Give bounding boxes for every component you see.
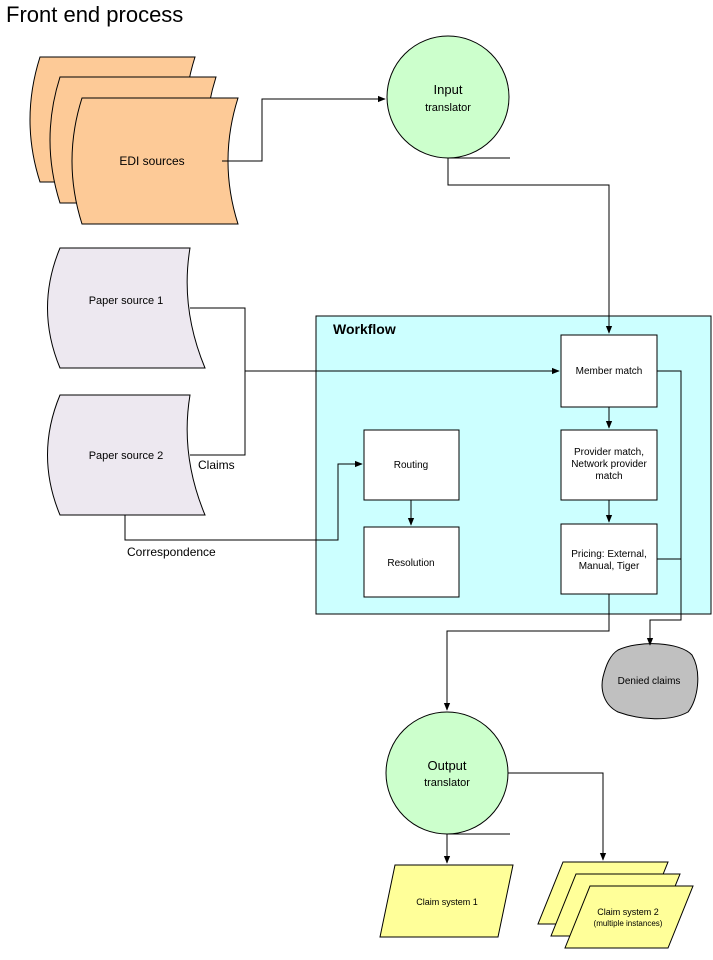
input-translator-line2: translator [425,102,471,114]
edge-member-to-denied [646,370,682,646]
claim-system-2-stack: Claim system 2 (multiple instances) [537,861,694,949]
denied-claims-label: Denied claims [618,676,681,687]
provider-match-line2: Network provider [571,459,647,470]
claim-system-1-label: Claim system 1 [416,897,478,907]
workflow-label: Workflow [333,321,396,337]
paper-source-1: Paper source 1 [47,247,206,369]
edge-label-claims: Claims [198,458,235,472]
edge-output-to-claim2 [508,772,607,861]
edge-pricing-to-output [443,594,610,711]
resolution-label: Resolution [387,558,434,569]
page-title: Front end process [6,2,184,27]
paper-source-2: Paper source 2 [47,394,206,516]
provider-match-line3: match [595,471,622,482]
edge-edi-to-input [222,95,386,162]
routing-label: Routing [394,460,428,471]
claim-system-1: Claim system 1 [379,864,514,938]
output-translator-line1: Output [427,758,466,773]
connectors [124,95,682,864]
member-match-label: Member match [576,366,643,377]
routing-box: Routing [363,429,460,501]
output-translator-line2: translator [424,777,470,789]
edge-correspondence-to-routing [124,460,363,541]
provider-match-box: Provider match, Network provider match [560,429,658,501]
edge-input-to-member [447,158,613,334]
edge-label-correspondence: Correspondence [127,545,216,559]
input-translator: Input translator [386,35,510,159]
paper-source-1-label: Paper source 1 [89,295,164,307]
output-translator: Output translator [385,711,510,835]
member-match-box: Member match [560,334,658,408]
denied-claims: Denied claims [601,643,699,720]
input-translator-line1: Input [434,82,463,97]
pricing-line2: Manual, Tiger [579,561,640,572]
pricing-line1: Pricing: External, [571,549,647,560]
resolution-box: Resolution [363,526,460,598]
claim-system-2-line2: (multiple instances) [594,919,663,928]
edi-sources-stack: EDI sources [29,56,239,225]
paper-source-2-label: Paper source 2 [89,450,164,462]
pricing-box: Pricing: External, Manual, Tiger [560,523,658,595]
claim-system-2-line1: Claim system 2 [597,907,659,917]
provider-match-line1: Provider match, [574,447,644,458]
edge-paper1-bracket [190,307,246,456]
edi-sources-label: EDI sources [119,154,184,168]
